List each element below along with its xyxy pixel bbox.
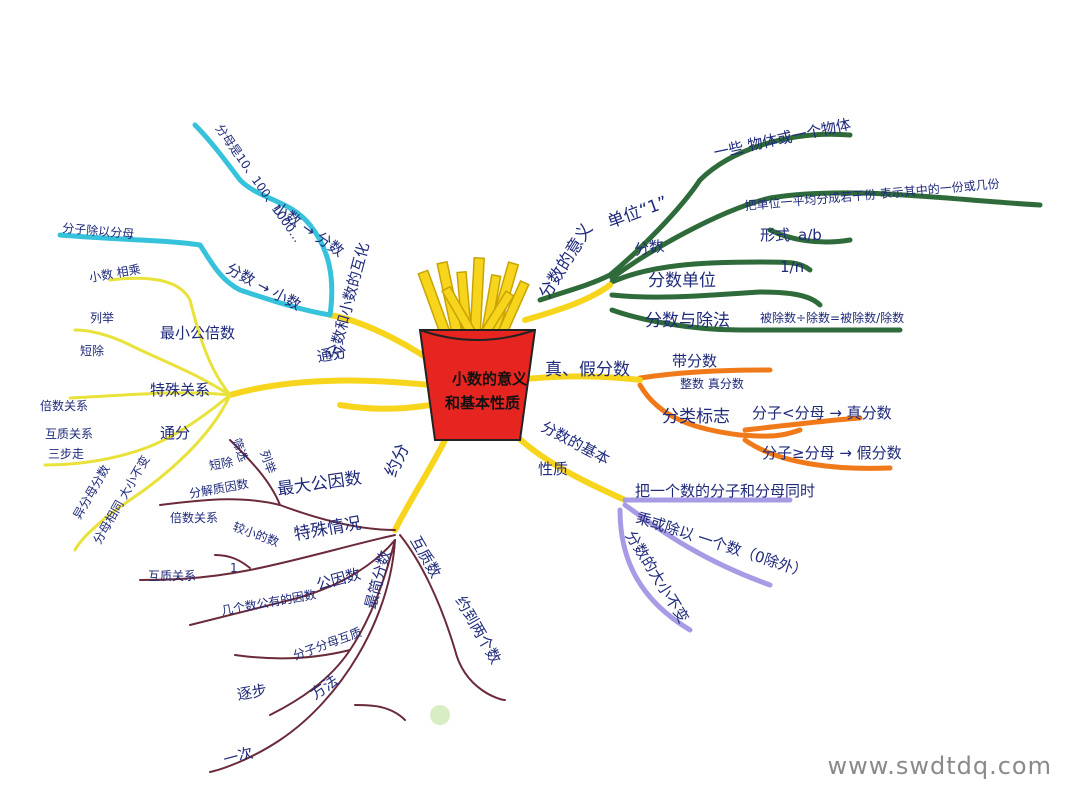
branch-convert (57, 122, 335, 318)
label-one-over-n: 1/n (780, 258, 804, 276)
label-special-2: 互质关系 (148, 569, 196, 583)
label-common-special: 特殊关系 (150, 381, 210, 399)
label-coprime: 互质数 (407, 533, 445, 581)
label-method-2: 一次 (221, 744, 255, 769)
fries-icon (417, 257, 530, 342)
label-common: 通分 (316, 343, 349, 366)
watermark-text: www.swdtdq.com (827, 752, 1052, 780)
label-gcd-m1: 分解质因数 (188, 476, 250, 501)
fries-stems (227, 282, 613, 533)
label-special-1: 较小的数 (231, 519, 281, 550)
label-basic-2: 性质 (538, 460, 568, 478)
label-mixed: 带分数 (672, 352, 717, 370)
label-special-0: 倍数关系 (170, 510, 218, 525)
branch-proper (637, 367, 893, 471)
label-form: 形式 (760, 226, 790, 244)
label-fraction: 分数 (633, 237, 665, 259)
label-gcd-m3: 筛选 (229, 436, 251, 464)
label-lcm: 最小公倍数 (160, 324, 235, 342)
label-lcm-0: 小数 相乘 (88, 261, 142, 285)
label-method: 方法 (307, 671, 342, 703)
label-proper: 真、假分数 (545, 360, 630, 380)
label-special-3: 1 (230, 561, 238, 575)
label-common-method-2: 三步走 (48, 447, 84, 461)
label-div-sub: 被除数÷除数=被除数/除数 (760, 310, 904, 325)
label-several: 几个数公有的因数 (220, 587, 317, 618)
label-gcd: 最大公因数 (276, 468, 363, 500)
label-convert-sub2: 分子除以分母 (62, 220, 135, 241)
label-lcm-2: 短除 (80, 343, 104, 358)
fries-box (418, 329, 537, 441)
decorative-dot (430, 705, 450, 725)
label-basic-rule1: 把一个数的分子和分母同时 (635, 482, 815, 500)
label-common-special-1: 互质关系 (45, 427, 93, 441)
label-special: 特殊情况 (292, 513, 362, 545)
branch-proper-stem (512, 373, 643, 383)
label-lcm-1: 列举 (90, 311, 114, 325)
label-fraction-unit: 分数单位 (648, 271, 716, 291)
label-reduce: 约分 (381, 441, 413, 480)
label-mixed-sub: 整数 真分数 (680, 376, 744, 391)
label-coprime-sub: 约到两个数 (452, 593, 505, 667)
label-form-value: a/b (798, 226, 822, 244)
label-common-factor: 公因数 (314, 565, 362, 594)
label-convert-sub1: 分母是10、100、1000… (213, 122, 305, 245)
center-title-line2: 和基本性质 (445, 394, 520, 412)
center-title-line1: 小数的意义 (452, 370, 527, 388)
label-method-1: 逐步 (236, 681, 269, 704)
label-improper-rule: 分子≥分母 → 假分数 (762, 444, 902, 462)
branch-common (43, 276, 232, 552)
branch-basic (617, 497, 793, 633)
fries-box-top (419, 329, 536, 341)
label-gcd-m0: 短除 (208, 454, 234, 473)
label-class-sign: 分类标志 (662, 407, 730, 427)
label-common-method: 通分 (160, 424, 190, 442)
label-div: 分数与除法 (645, 311, 730, 331)
label-unit-sub: 一些 物体或一个物体 (712, 115, 852, 162)
label-proper-rule: 分子<分母 → 真分数 (752, 404, 892, 422)
label-common-special-0: 倍数关系 (40, 398, 88, 413)
branch-reduce (139, 439, 506, 773)
branch-meaning (537, 131, 1043, 333)
